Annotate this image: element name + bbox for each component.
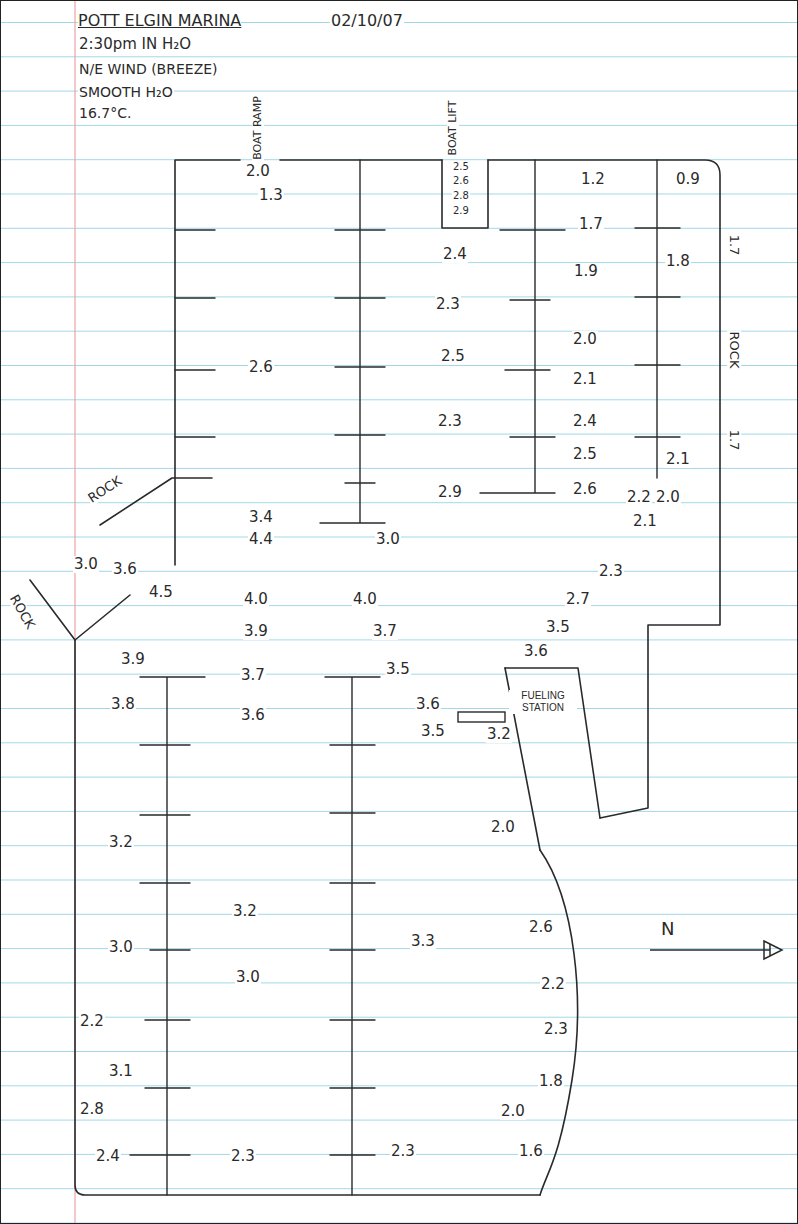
- depth-sounding: 3.5: [545, 619, 571, 636]
- depth-sounding: 2.0: [490, 819, 516, 836]
- depth-sounding: 0.9: [675, 171, 701, 188]
- depth-sounding: 3.6: [240, 707, 266, 724]
- depth-sounding: 2.1: [665, 451, 691, 468]
- depth-sounding: 2.9: [452, 205, 470, 216]
- depth-sounding: 3.2: [232, 903, 258, 920]
- map-label: BOAT LIFT: [447, 100, 459, 157]
- depth-sounding: 3.6: [523, 643, 549, 660]
- depth-sounding: 2.3: [543, 1021, 569, 1038]
- depth-sounding: 2.3: [390, 1143, 416, 1160]
- depth-sounding: 2.1: [572, 371, 598, 388]
- field-note: 16.7°C.: [78, 106, 132, 121]
- north-arrow: [650, 941, 782, 959]
- depth-sounding: 2.0: [500, 1103, 526, 1120]
- depth-sounding: 1.8: [665, 253, 691, 270]
- depth-sounding: 3.6: [415, 696, 441, 713]
- depth-sounding: 2.9: [437, 484, 463, 501]
- depth-sounding: 2.4: [95, 1148, 121, 1165]
- depth-sounding: 2.6: [572, 481, 598, 498]
- depth-sounding: 2.8: [79, 1101, 105, 1118]
- depth-sounding: 3.7: [372, 623, 398, 640]
- field-note: N/E WIND (BREEZE): [78, 62, 219, 77]
- depth-sounding: 1.8: [538, 1073, 564, 1090]
- depth-sounding: 2.3: [435, 296, 461, 313]
- depth-sounding: 2.3: [598, 563, 624, 580]
- station-label: FUELING STATION: [509, 690, 577, 714]
- depth-sounding: 2.2: [626, 489, 652, 506]
- depth-sounding: 3.5: [420, 723, 446, 740]
- depth-sounding: 2.1: [632, 513, 658, 530]
- depth-sounding: 2.3: [230, 1148, 256, 1165]
- depth-sounding: 1.9: [573, 263, 599, 280]
- depth-sounding: 3.2: [486, 726, 512, 743]
- map-label: ROCK: [727, 331, 741, 370]
- depth-sounding: 2.6: [248, 359, 274, 376]
- depth-sounding: 4.0: [243, 591, 269, 608]
- depth-sounding: 2.5: [440, 348, 466, 365]
- depth-sounding: 2.0: [572, 331, 598, 348]
- depth-sounding: 2.3: [437, 413, 463, 430]
- depth-sounding: 3.0: [108, 939, 134, 956]
- depth-sounding: 2.4: [572, 413, 598, 430]
- depth-sounding: 2.4: [442, 246, 468, 263]
- depth-sounding: 2.6: [528, 919, 554, 936]
- depth-sounding: 4.4: [248, 531, 274, 548]
- depth-sounding: 4.5: [148, 584, 174, 601]
- depth-sounding: 3.0: [73, 556, 99, 573]
- depth-sounding: 1.7: [578, 216, 604, 233]
- shoreline: [30, 160, 720, 1195]
- depth-sounding: 3.5: [385, 661, 411, 678]
- depth-sounding: 3.0: [235, 969, 261, 986]
- map-label: BOAT RAMP: [252, 95, 264, 161]
- field-note: 2:30pm IN H₂O: [78, 36, 192, 53]
- depth-sounding: 2.6: [452, 175, 470, 186]
- depth-sounding: 3.9: [120, 651, 146, 668]
- depth-sounding: 3.7: [240, 667, 266, 684]
- depth-sounding: 1.6: [518, 1143, 544, 1160]
- depth-sounding: 3.6: [112, 561, 138, 578]
- field-note: 02/10/07: [330, 12, 404, 30]
- depth-sounding: 3.2: [108, 834, 134, 851]
- depth-sounding: 3.8: [110, 696, 136, 713]
- depth-sounding: 2.8: [452, 190, 470, 201]
- depth-sounding: 3.3: [410, 933, 436, 950]
- depth-sounding: 2.5: [572, 446, 598, 463]
- depth-sounding: 3.0: [375, 531, 401, 548]
- depth-sounding: 3.4: [248, 509, 274, 526]
- field-note: SMOOTH H₂O: [78, 85, 174, 100]
- fueling-station: FUELING STATION: [509, 690, 577, 715]
- depth-sounding: 2.7: [565, 591, 591, 608]
- docks: [130, 160, 680, 1195]
- depth-sounding: 3.1: [108, 1063, 134, 1080]
- depth-sounding: 4.0: [352, 591, 378, 608]
- depth-sounding: 1.7: [727, 429, 741, 452]
- depth-sounding: 3.9: [243, 623, 269, 640]
- depth-sounding: 1.3: [258, 187, 284, 204]
- map-title: POTT ELGIN MARINA: [78, 12, 241, 30]
- map-label: N: [660, 919, 675, 939]
- depth-sounding: 2.2: [79, 1013, 105, 1030]
- depth-sounding: 2.5: [452, 161, 470, 172]
- depth-sounding: 2.0: [245, 163, 271, 180]
- depth-sounding: 1.7: [727, 234, 741, 257]
- depth-sounding: 2.2: [540, 976, 566, 993]
- depth-sounding: 1.2: [580, 171, 606, 188]
- depth-sounding: 2.0: [655, 489, 681, 506]
